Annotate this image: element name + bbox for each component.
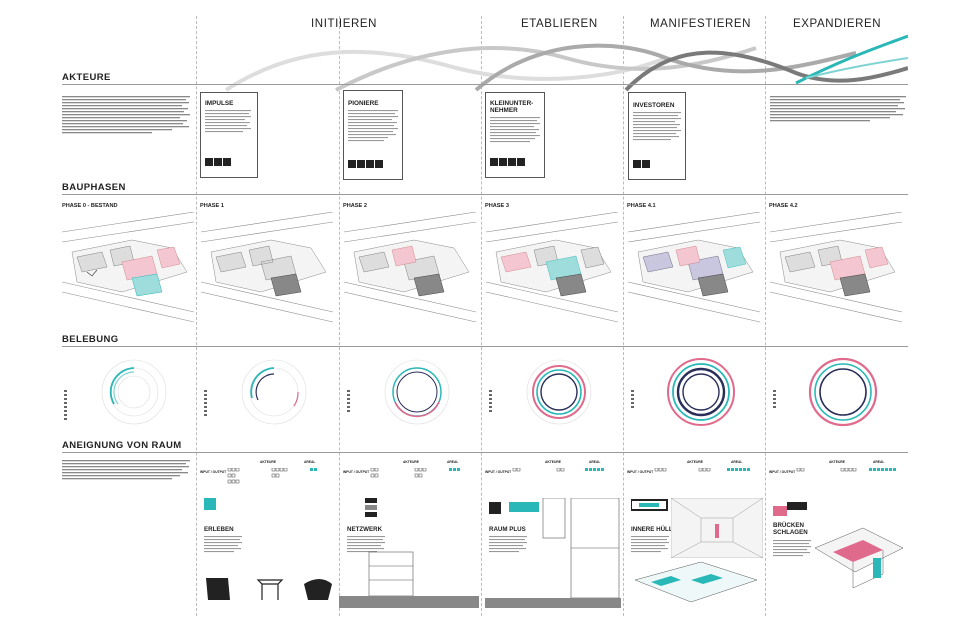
actor-card-title: PIONIERE xyxy=(348,100,379,107)
radial-chart-phase-41 xyxy=(631,358,735,426)
rating-grid-2 xyxy=(370,468,460,478)
section-aneignung: ANEIGNUNG VON RAUM xyxy=(62,440,182,451)
radial-chart-phase-3 xyxy=(489,359,592,425)
section-akteure: AKTEURE xyxy=(62,72,111,83)
lightbulb-icon xyxy=(375,160,383,168)
people-icon xyxy=(348,160,356,168)
phase-label-42: PHASE 4.2 xyxy=(769,203,798,209)
site-map-phase-1 xyxy=(200,212,334,323)
bottom-card-title: NETZWERK xyxy=(347,526,383,533)
phase-label-1: PHASE 1 xyxy=(200,203,224,209)
bottom-card-innere-huelle[interactable]: INNERE HÜLLE xyxy=(627,498,763,610)
lightbulb-icon xyxy=(205,158,213,166)
bottom-card-bruecken-schlagen[interactable]: BRÜCKEN SCHLAGEN xyxy=(769,498,905,610)
floor-plan-drawing xyxy=(485,498,621,608)
axonometric-interior xyxy=(634,561,758,603)
phase-label-41: PHASE 4.1 xyxy=(627,203,656,209)
io-block-5: INPUT / OUTPUT AKTEURE AREAL xyxy=(769,460,885,474)
phase-header-manifestieren: MANIFESTIEREN xyxy=(650,18,752,30)
bridge-icon xyxy=(773,502,807,516)
bottom-card-title: BRÜCKEN SCHLAGEN xyxy=(773,522,808,536)
radial-chart-phase-2 xyxy=(347,359,450,425)
huelle-frame-icon xyxy=(631,499,668,511)
section-bauphasen: BAUPHASEN xyxy=(62,182,126,193)
phase-label-2: PHASE 2 xyxy=(343,203,367,209)
pavilion-sketches xyxy=(206,578,332,600)
bridge-axonometric xyxy=(814,527,904,589)
radial-chart-phase-0 xyxy=(64,359,167,425)
phase-header-expandieren: EXPANDIEREN xyxy=(793,18,882,30)
io-block-4: INPUT / OUTPUT AKTEURE AREAL xyxy=(627,460,743,474)
rating-grid-1 xyxy=(227,468,317,484)
bottom-card-raum-plus[interactable]: RAUM PLUS xyxy=(485,498,621,610)
bottom-card-title: ERLEBEN xyxy=(204,526,234,533)
io-block-3: INPUT / OUTPUT AKTEURE AREAL xyxy=(485,460,601,474)
bottom-card-erleben[interactable]: ERLEBEN xyxy=(200,498,334,610)
tools-icon xyxy=(223,158,231,166)
interior-perspective xyxy=(671,498,763,558)
phase-label-3: PHASE 3 xyxy=(485,203,509,209)
network-blocks-icon xyxy=(365,498,377,517)
teal-marker-icon xyxy=(204,498,216,510)
raum-blocks-icon xyxy=(489,502,539,514)
actor-curves xyxy=(224,34,908,92)
site-map-phase-41 xyxy=(627,212,761,323)
tools-icon xyxy=(357,160,365,168)
akteure-intro-right xyxy=(770,96,906,137)
rating-grid-5 xyxy=(796,468,896,472)
people-icon xyxy=(642,160,650,168)
phase-header-etablieren: ETABLIEREN xyxy=(521,18,598,30)
radial-chart-phase-42 xyxy=(773,357,878,427)
phase-header-initiieren: INITIIEREN xyxy=(311,18,378,30)
people-icon xyxy=(499,158,507,166)
building-icon xyxy=(366,160,374,168)
akteure-intro-left xyxy=(62,96,190,143)
io-block-2: INPUT / OUTPUT AKTEURE AREAL xyxy=(343,460,459,474)
site-map-phase-42 xyxy=(769,212,903,323)
phase-label-0: PHASE 0 - BESTAND xyxy=(62,203,118,209)
people-icon xyxy=(214,158,222,166)
building-section-drawing xyxy=(339,551,479,608)
actor-card-title: IMPULSE xyxy=(205,100,234,107)
radial-chart-phase-1 xyxy=(204,359,307,425)
bottom-card-title: INNERE HÜLLE xyxy=(631,526,677,533)
section-belebung: BELEBUNG xyxy=(62,334,119,345)
rating-grid-3 xyxy=(512,468,604,472)
tools-icon xyxy=(508,158,516,166)
bottom-card-netzwerk[interactable]: NETZWERK xyxy=(339,498,479,610)
building-icon xyxy=(633,160,641,168)
actor-card-kleinunternehmer[interactable]: KLEINUNTER- NEHMER xyxy=(485,92,545,178)
io-block-1: INPUT / OUTPUT AKTEURE AREAL xyxy=(200,460,316,474)
actor-card-impulse[interactable]: IMPULSE xyxy=(200,92,258,178)
site-map-phase-2 xyxy=(343,212,477,323)
lightbulb-icon xyxy=(517,158,525,166)
site-map-phase-3 xyxy=(485,212,619,323)
rating-grid-4 xyxy=(654,468,750,472)
bottom-card-title: RAUM PLUS xyxy=(489,526,526,533)
aneignung-intro xyxy=(62,460,190,495)
building-icon xyxy=(490,158,498,166)
actor-card-investoren[interactable]: INVESTOREN xyxy=(628,92,686,180)
actor-card-pioniere[interactable]: PIONIERE xyxy=(343,90,403,180)
actor-card-title: KLEINUNTER- NEHMER xyxy=(490,100,534,114)
actor-card-title: INVESTOREN xyxy=(633,102,675,109)
site-map-phase-0 xyxy=(62,212,194,323)
